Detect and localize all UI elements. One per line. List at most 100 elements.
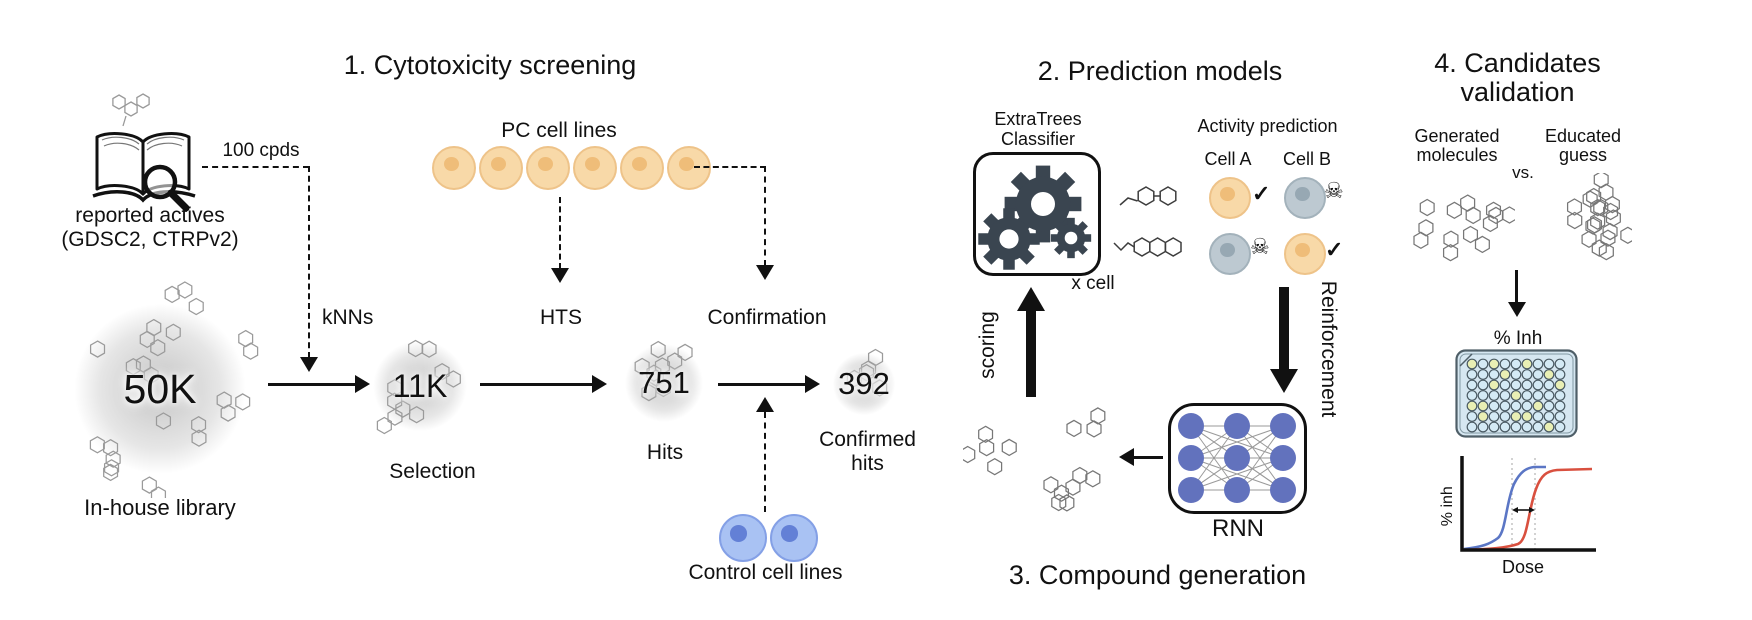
reinforcement-label: Reinforcement — [1317, 280, 1341, 418]
control-cell-row — [719, 514, 818, 562]
arrowhead-rnn-output — [1119, 448, 1134, 466]
dose-response-plot — [1460, 456, 1596, 552]
cell-b-row1 — [1284, 177, 1326, 219]
arrowhead-control-up — [756, 397, 774, 412]
confirmed-count: 392 — [838, 366, 890, 401]
check-b-row2: ✓ — [1325, 237, 1344, 262]
curve-generated — [1463, 465, 1546, 551]
arrow-selection-hits — [480, 383, 593, 386]
generated-compounds-cluster — [963, 407, 1106, 512]
educated-guess-label-1: Educated — [1544, 126, 1622, 146]
confirmed-molecules — [846, 348, 888, 397]
compound-1-structure — [1119, 186, 1177, 206]
panel4-title-2: validation — [1460, 77, 1575, 107]
percent-inh-label: % Inh — [1493, 328, 1543, 349]
skull-a-row2: ☠ — [1250, 234, 1270, 259]
dashed-connector-confirmation-h — [694, 166, 766, 168]
pc-cell — [432, 146, 476, 190]
confirmation-label: Confirmation — [707, 306, 827, 329]
pc-cell — [620, 146, 664, 190]
panel1-title: 1. Cytotoxicity screening — [343, 50, 637, 80]
vs-label: vs. — [1512, 163, 1534, 182]
arrowhead-knns-down — [300, 357, 318, 372]
arrowhead-validation — [1508, 302, 1526, 317]
generated-molecules-label-1: Generated — [1414, 126, 1500, 146]
literature-book-icon — [92, 93, 196, 212]
hits-blob: 751 — [614, 333, 714, 433]
classifier-label-2: Classifier — [1000, 129, 1075, 149]
panel2-title: 2. Prediction models — [1037, 56, 1283, 86]
selection-molecules — [376, 339, 461, 435]
pc-cell — [573, 146, 617, 190]
scoring-arrowhead — [1017, 287, 1045, 311]
knns-label: kNNs — [322, 306, 374, 329]
dashed-connector-cpds-h — [202, 166, 309, 168]
selection-blob: 11K — [360, 328, 480, 444]
arrow-library-selection — [268, 383, 356, 386]
cpds-count-label: 100 cpds — [222, 140, 300, 161]
dashed-arrow-hts — [559, 197, 561, 269]
generated-molecules-label-2: molecules — [1416, 145, 1498, 165]
library-count: 50K — [123, 365, 197, 412]
magnifier-icon — [142, 164, 190, 212]
classifier-label-1: ExtraTrees — [994, 109, 1082, 129]
pc-cell — [479, 146, 523, 190]
control-cell — [770, 514, 818, 562]
cell-a-header: Cell A — [1204, 149, 1252, 169]
pc-cell — [526, 146, 570, 190]
assay-plate-icon — [1455, 349, 1578, 438]
selection-count: 11K — [392, 367, 448, 404]
compound-2-structure — [1113, 237, 1182, 257]
hits-molecules — [634, 340, 693, 402]
confirmed-blob: 392 — [824, 344, 904, 424]
control-cell-lines-label: Control cell lines — [688, 561, 843, 584]
reinforcement-arrowhead — [1270, 369, 1298, 393]
arrowhead-selection-hits — [592, 375, 607, 393]
hts-label: HTS — [540, 306, 582, 329]
dashed-arrow-control — [764, 412, 766, 512]
rnn-box — [1168, 403, 1307, 514]
dashed-connector-confirmation-v — [764, 166, 766, 266]
scoring-arrow-shaft — [1026, 309, 1036, 397]
arrowhead-hits-confirmed — [805, 375, 820, 393]
panel3-title: 3. Compound generation — [1008, 560, 1307, 590]
reported-actives-label: reported actives — [75, 204, 225, 227]
plot-xlabel: Dose — [1501, 557, 1545, 577]
per-cell-label: x cell — [1071, 273, 1115, 294]
plot-ylabel: % inh — [1438, 486, 1456, 527]
educated-guess-label-2: guess — [1558, 145, 1608, 165]
arrowhead-library-selection — [355, 375, 370, 393]
gears-icon — [978, 165, 1092, 270]
cell-b-row2 — [1284, 233, 1326, 275]
hits-label: Hits — [646, 441, 684, 464]
pc-cell-lines-label: PC cell lines — [501, 119, 617, 142]
arrowhead-hts — [551, 268, 569, 283]
pc-cell — [667, 146, 711, 190]
control-cell — [719, 514, 767, 562]
reinforcement-arrow-shaft — [1279, 287, 1289, 371]
pc-cell-row — [432, 146, 711, 190]
library-label: In-house library — [84, 495, 236, 520]
activity-prediction-title: Activity prediction — [1197, 116, 1338, 136]
plate-wells — [1466, 358, 1566, 433]
arrow-rnn-output — [1133, 456, 1163, 459]
arrow-hits-confirmed — [718, 383, 806, 386]
arrowhead-confirmation — [756, 265, 774, 280]
scoring-label: scoring — [975, 311, 999, 379]
rnn-label: RNN — [1212, 515, 1264, 542]
skull-b-row1: ☠ — [1324, 178, 1344, 203]
confirmed-hits-label-2: hits — [851, 452, 884, 475]
hits-count: 751 — [638, 365, 690, 400]
classifier-box — [973, 152, 1101, 276]
reported-actives-sources: (GDSC2, CTRPv2) — [61, 228, 239, 251]
selection-label: Selection — [389, 460, 476, 483]
cell-a-row1 — [1209, 177, 1251, 219]
cell-b-header: Cell B — [1282, 149, 1331, 169]
generated-molecules-cluster — [1413, 194, 1515, 262]
check-a-row1: ✓ — [1252, 181, 1271, 206]
library-blob: 50K — [50, 280, 270, 498]
library-molecules — [89, 281, 259, 498]
arrow-validation-shaft — [1515, 270, 1518, 303]
dashed-connector-cpds-v — [308, 166, 310, 358]
